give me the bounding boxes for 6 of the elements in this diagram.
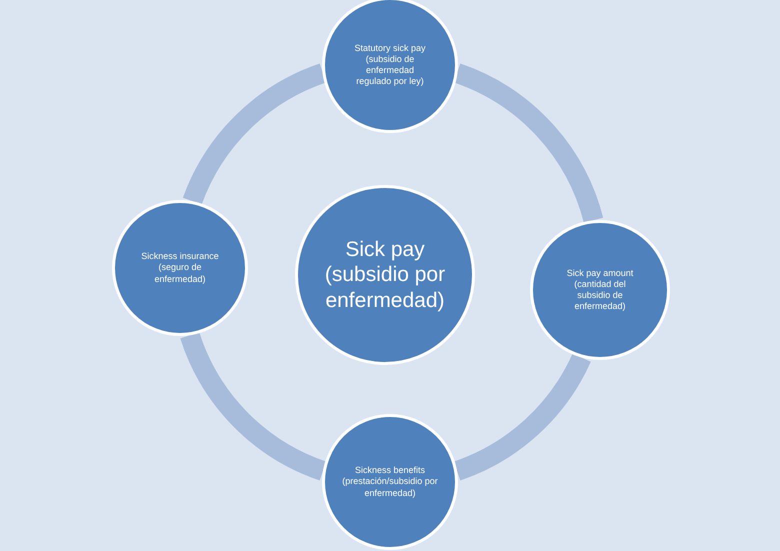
node-label: Sickness insurance (seguro de enfermedad) — [140, 251, 220, 285]
node-label: Sick pay amount (cantidad del subsidio de enfermedad) — [566, 268, 634, 312]
node-label: Sick pay (subsidio por enfermedad) — [324, 237, 446, 313]
node-label: Statutory sick pay (subsidio de enfermedad regulado por ley) — [353, 42, 427, 88]
node-label: Sickness benefits (prestación/subsidio por enfermedad) — [341, 465, 439, 499]
ring-connector — [453, 353, 591, 480]
